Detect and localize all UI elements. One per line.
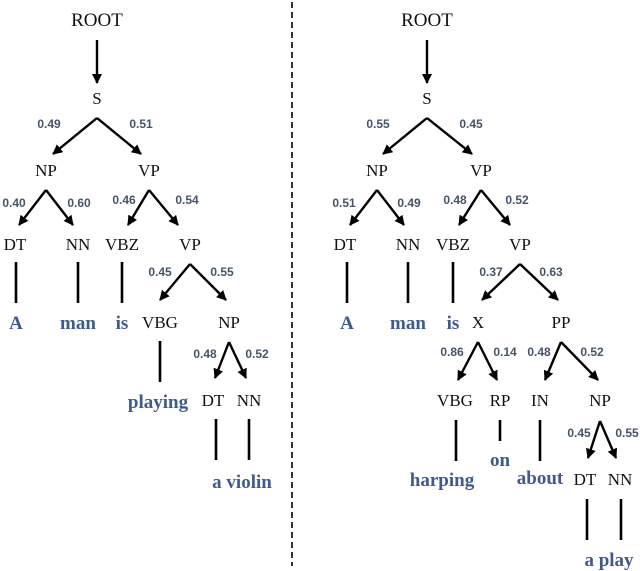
right-vp-node: VP <box>470 161 492 180</box>
left-word-playing: playing <box>128 392 189 413</box>
right-rp-node: RP <box>490 391 511 410</box>
right-np2-node: NP <box>589 391 611 410</box>
left-s-np-edge <box>52 117 98 155</box>
left-tree: ROOT S 0.49 0.51 NP VP 0.40 0.60 DT NN 0… <box>2 10 272 493</box>
right-prob-pp-np: 0.52 <box>580 345 604 359</box>
left-vbz-node: VBZ <box>105 235 139 254</box>
left-np2-node: NP <box>218 313 240 332</box>
left-vbg-node: VBG <box>142 313 178 332</box>
left-np-nn-edge <box>45 189 74 226</box>
right-s-node: S <box>422 89 431 108</box>
right-pp-np-edge <box>560 341 599 381</box>
right-np2-dt-edge <box>586 420 602 459</box>
left-vp-vbz-edge <box>126 189 151 226</box>
left-prob-np-dt: 0.40 <box>2 196 26 210</box>
right-pp-in-edge <box>543 341 563 381</box>
right-prob-np-dt: 0.51 <box>332 196 356 210</box>
right-prob-np2-dt: 0.45 <box>567 426 591 440</box>
left-np2-nn-edge <box>227 341 248 379</box>
left-word-a-violin: a violin <box>212 472 272 493</box>
right-tree: ROOT S 0.55 0.45 NP VP 0.51 0.49 DT NN 0… <box>332 10 639 571</box>
right-dt2-node: DT <box>574 470 597 489</box>
left-vp2-node: VP <box>179 235 201 254</box>
left-root-node: ROOT <box>71 10 123 31</box>
right-word-about: about <box>517 468 564 489</box>
right-prob-pp-in: 0.48 <box>527 345 551 359</box>
right-np-nn-edge <box>376 189 405 226</box>
left-nn2-node: NN <box>237 391 262 410</box>
left-vp-vp-edge <box>148 189 179 226</box>
right-x-node: X <box>472 313 484 332</box>
left-word-is: is <box>116 313 129 334</box>
right-in-node: IN <box>531 391 549 410</box>
left-np-node: NP <box>35 161 57 180</box>
right-np2-nn-edge <box>598 420 618 459</box>
right-word-man: man <box>390 313 426 334</box>
left-np-dt-edge <box>18 189 47 226</box>
right-dt-node: DT <box>334 235 357 254</box>
left-dt2-node: DT <box>202 391 225 410</box>
right-prob-s-vp: 0.45 <box>459 117 483 131</box>
left-vp2-vbg-edge <box>159 263 191 301</box>
left-prob-vp2-np: 0.55 <box>210 265 234 279</box>
right-word-is: is <box>447 313 460 334</box>
right-vbg-node: VBG <box>437 391 473 410</box>
right-vp2-x-edge <box>481 263 521 301</box>
right-np-node: NP <box>366 161 388 180</box>
left-prob-vp-vp: 0.54 <box>175 193 199 207</box>
right-x-rp-edge <box>476 341 499 381</box>
right-nn2-node: NN <box>608 470 633 489</box>
right-prob-np-nn: 0.49 <box>397 196 421 210</box>
left-s-node: S <box>92 89 101 108</box>
right-prob-vp-vbz: 0.48 <box>443 193 467 207</box>
left-s-vp-edge <box>96 117 142 155</box>
right-prob-s-np: 0.55 <box>366 117 390 131</box>
left-prob-np-nn: 0.60 <box>67 196 91 210</box>
right-word-on: on <box>490 450 511 471</box>
right-prob-x-rp: 0.14 <box>493 345 517 359</box>
right-word-a-play: a play <box>584 550 634 571</box>
left-vp2-np-edge <box>189 263 227 301</box>
left-nn-node: NN <box>66 235 91 254</box>
right-x-vbg-edge <box>456 341 480 381</box>
left-prob-s-vp: 0.51 <box>129 117 153 131</box>
right-s-vp-edge <box>426 117 473 155</box>
right-prob-x-vbg: 0.86 <box>440 345 464 359</box>
left-prob-s-np: 0.49 <box>37 117 61 131</box>
left-np2-dt-edge <box>213 341 231 379</box>
right-prob-vp2-x: 0.37 <box>479 265 503 279</box>
left-prob-np2-nn: 0.52 <box>245 347 269 361</box>
right-prob-vp2-pp: 0.63 <box>539 265 563 279</box>
right-pp-node: PP <box>552 313 571 332</box>
left-prob-np2-dt: 0.48 <box>193 347 217 361</box>
right-word-harping: harping <box>410 470 475 491</box>
right-nn-node: NN <box>396 235 421 254</box>
left-vp-node: VP <box>138 161 160 180</box>
right-vp-vp-edge <box>480 189 511 226</box>
right-word-a: A <box>340 313 354 334</box>
right-s-np-edge <box>382 117 428 155</box>
left-prob-vp-vbz: 0.46 <box>112 193 136 207</box>
left-prob-vp2-vbg: 0.45 <box>148 265 172 279</box>
left-dt-node: DT <box>4 235 27 254</box>
right-vp-vbz-edge <box>457 189 483 226</box>
right-np-dt-edge <box>349 189 378 226</box>
right-root-node: ROOT <box>401 10 453 31</box>
left-word-man: man <box>60 313 96 334</box>
right-vp2-pp-edge <box>519 263 559 301</box>
right-vp2-node: VP <box>509 235 531 254</box>
right-prob-vp-vp: 0.52 <box>505 193 529 207</box>
left-word-a: A <box>9 313 23 334</box>
right-vbz-node: VBZ <box>436 235 470 254</box>
right-prob-np2-nn: 0.55 <box>615 426 639 440</box>
